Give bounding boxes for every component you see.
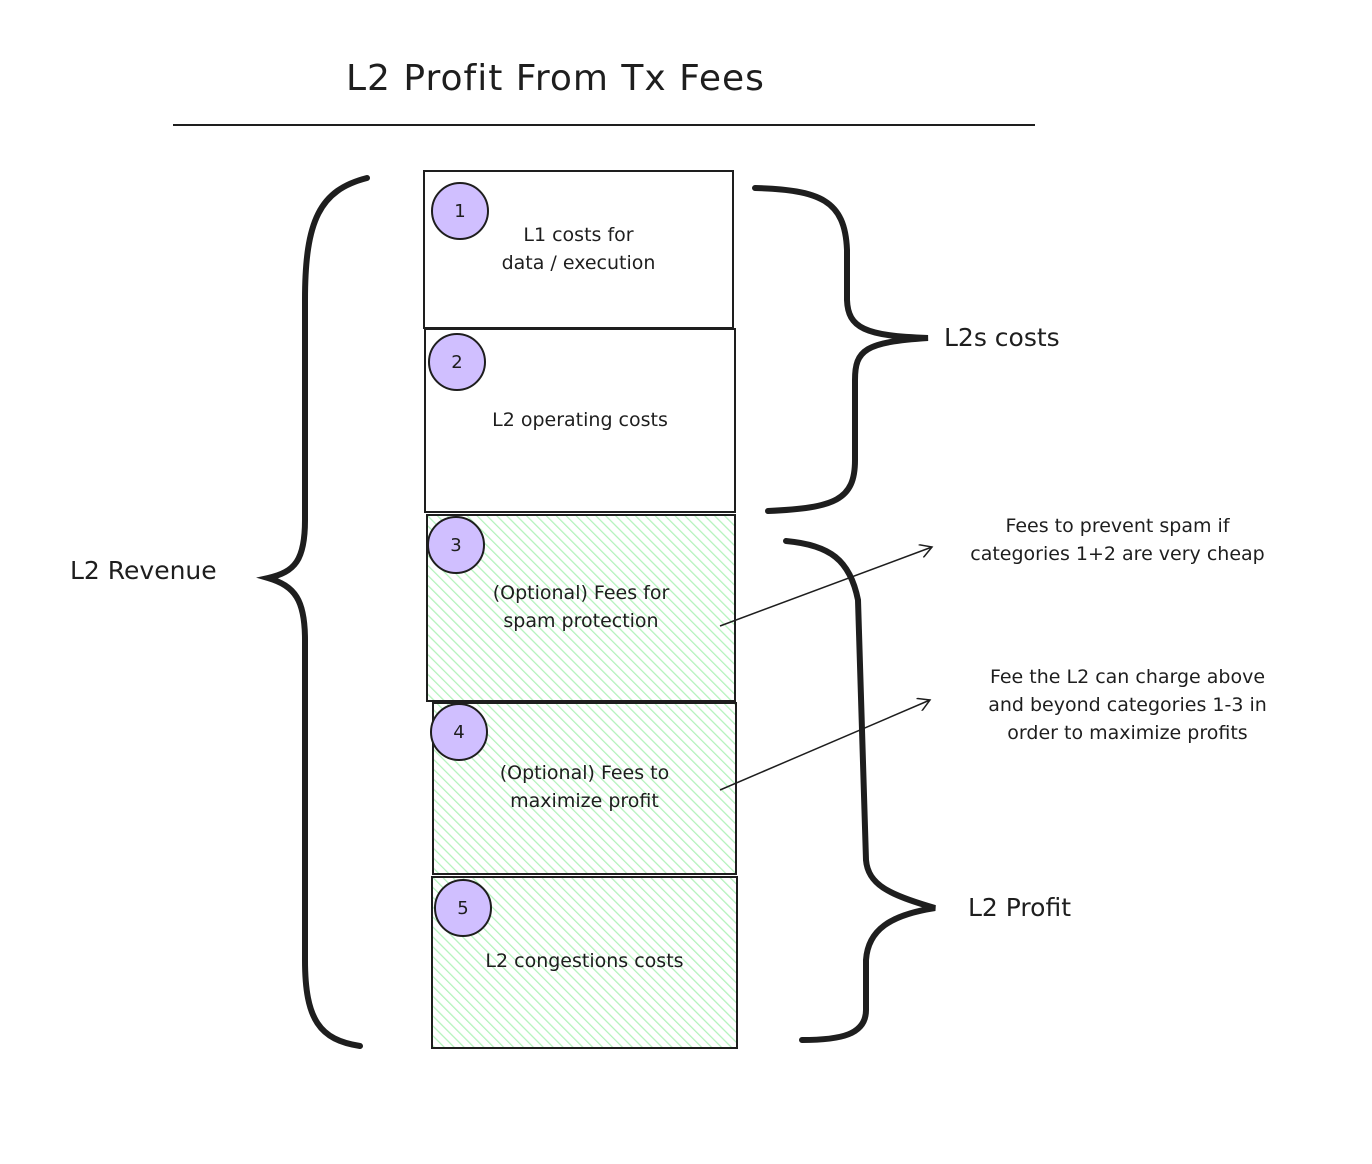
arrow-profit-note	[719, 700, 930, 791]
page-title: L2 Profit From Tx Fees	[346, 58, 765, 99]
box-5-label: L2 congestions costs	[485, 950, 684, 972]
costs-brace	[752, 185, 929, 514]
badge-4: 4	[430, 703, 488, 761]
box-1-label: L1 costs for data / execution	[501, 224, 656, 274]
spam-note: Fees to prevent spam if categories 1+2 a…	[970, 515, 1265, 565]
badge-1: 1	[431, 182, 489, 240]
box-2-label: L2 operating costs	[492, 409, 668, 431]
box-4-maximize-profit	[432, 702, 737, 875]
profit-note: Fee the L2 can charge above and beyond c…	[988, 666, 1267, 744]
arrow-spam-note	[719, 547, 932, 627]
badge-5: 5	[434, 879, 492, 937]
badge-2: 2	[428, 333, 486, 391]
badge-3: 3	[427, 516, 485, 574]
revenue-label: L2 Revenue	[70, 556, 217, 585]
profit-brace	[783, 538, 936, 1043]
box-4-label: (Optional) Fees to maximize profit	[499, 762, 670, 812]
costs-label: L2s costs	[944, 323, 1060, 352]
revenue-brace	[256, 175, 370, 1049]
box-5-congestion-costs	[431, 876, 738, 1049]
profit-label: L2 Profit	[968, 893, 1071, 922]
box-3-label: (Optional) Fees for spam protection	[492, 582, 670, 632]
